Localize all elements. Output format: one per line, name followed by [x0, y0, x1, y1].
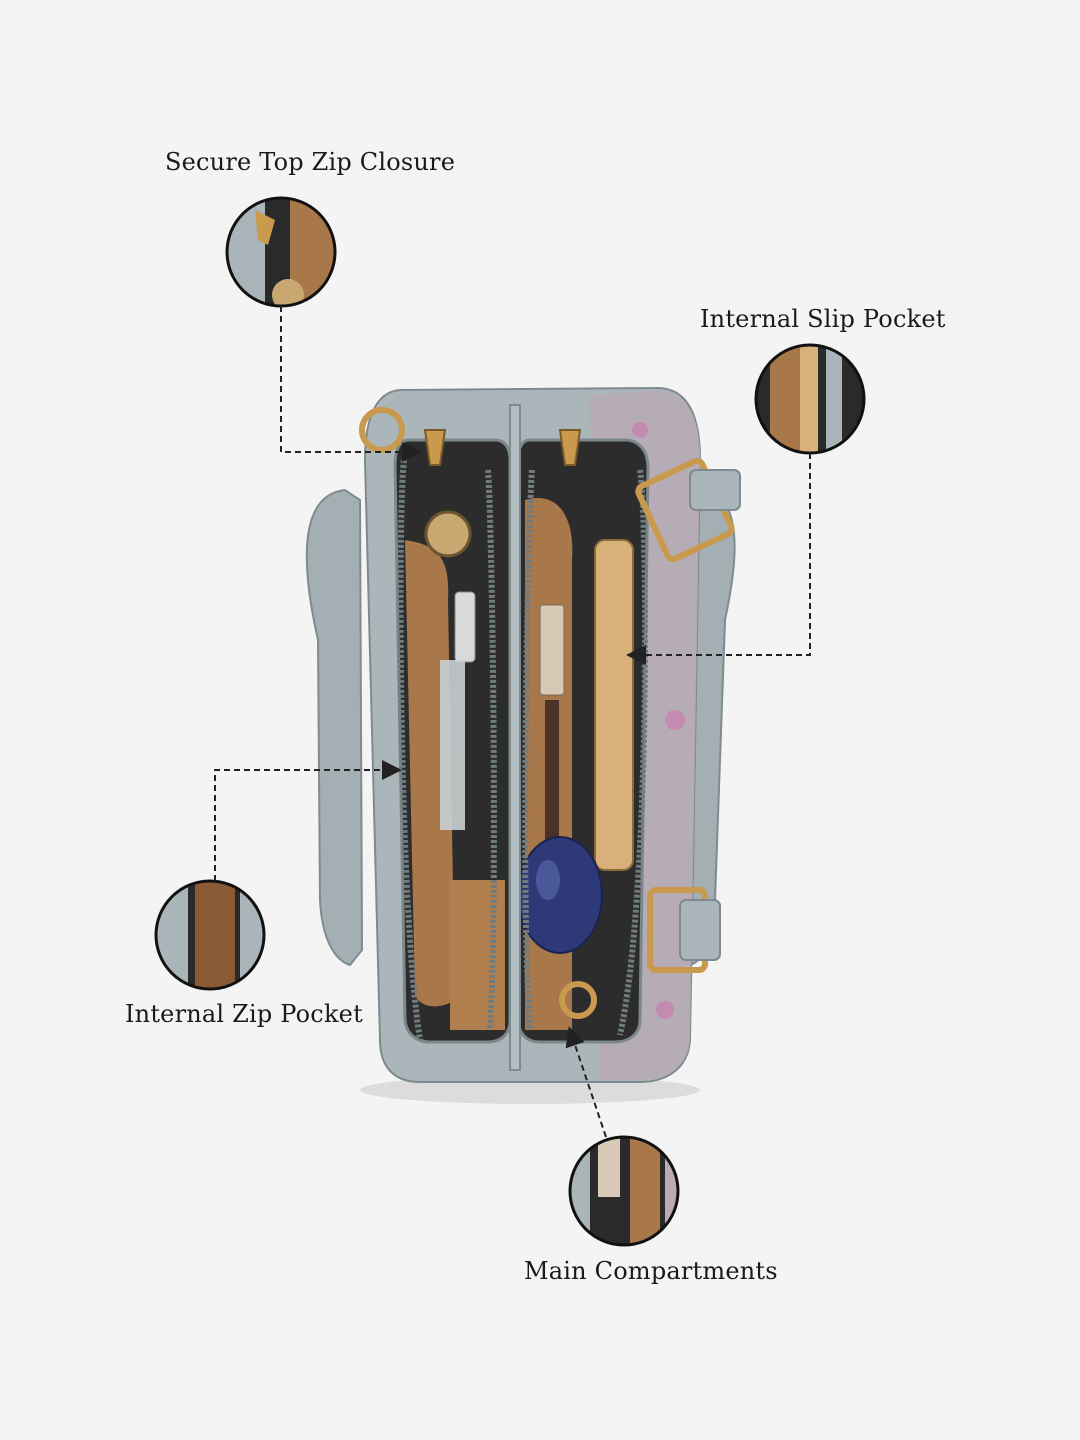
- perfume-bottle: [517, 836, 603, 954]
- detail-main-compartments: [568, 1135, 680, 1247]
- embroidery-dot: [665, 710, 685, 730]
- zipper-left-inner: [485, 469, 497, 1031]
- leader-zip-closure: [280, 306, 422, 462]
- handbag: [305, 386, 741, 1083]
- left-lining-inner: [450, 880, 505, 1030]
- zip-pull-left: [423, 429, 447, 466]
- embroidery-dot: [632, 422, 648, 438]
- label-main-compartments: Main Compartments: [524, 1257, 778, 1285]
- center-divider: [509, 404, 521, 1071]
- lipstick-tube: [539, 604, 565, 696]
- perfume-bottle-highlight: [536, 860, 560, 900]
- detail-zip-pocket: [154, 879, 266, 991]
- zipper-right: [617, 469, 649, 1036]
- leader-main-compartments: [565, 1026, 607, 1138]
- zipper-left: [397, 459, 423, 1041]
- label-secure-top-zip-closure: Secure Top Zip Closure: [165, 148, 456, 176]
- leader-zip-pocket: [214, 760, 402, 881]
- left-zip-pocket-lining: [405, 540, 455, 1007]
- tag-card: [440, 660, 465, 830]
- d-ring-top: [359, 407, 405, 453]
- detail-slip-pocket: [754, 343, 866, 455]
- lipstick-tube-2: [545, 700, 559, 850]
- compact-mirror: [424, 510, 472, 558]
- detail-zip-closure: [225, 196, 337, 308]
- zip-pull-right: [558, 429, 582, 466]
- label-internal-zip-pocket: Internal Zip Pocket: [125, 1000, 363, 1028]
- zipper-right-inner: [522, 469, 535, 1031]
- phone-slip-pocket: [594, 539, 634, 871]
- label-internal-slip-pocket: Internal Slip Pocket: [700, 305, 946, 333]
- strap-tab-top: [689, 469, 741, 511]
- d-ring-bottom: [559, 981, 597, 1019]
- nail-polish: [454, 591, 476, 663]
- strap-tab-bottom: [679, 899, 721, 961]
- embroidery-dot: [656, 1001, 674, 1019]
- left-handle: [305, 488, 364, 967]
- leader-slip-pocket: [626, 453, 811, 665]
